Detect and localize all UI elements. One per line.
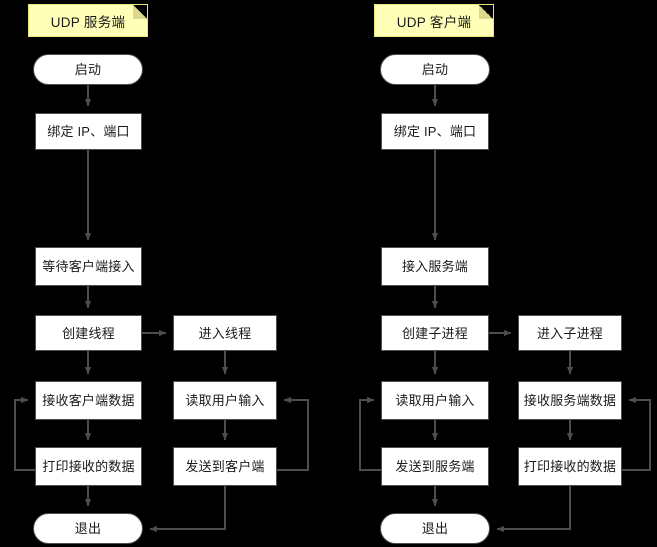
- node-c-start[interactable]: 启动: [380, 54, 490, 85]
- connector-client-print-to-exit: [496, 486, 571, 533]
- node-label: 接收服务端数据: [523, 393, 617, 408]
- node-s-wait[interactable]: 等待客户端接入: [35, 247, 142, 286]
- node-c-enter[interactable]: 进入子进程: [518, 315, 622, 351]
- connector-server-print-loop-to-recv: [14, 396, 35, 471]
- node-s-send[interactable]: 发送到客户端: [173, 447, 277, 486]
- node-label: 接收客户端数据: [42, 393, 135, 408]
- node-label: 进入线程: [198, 325, 252, 341]
- node-label: 读取用户输入: [185, 393, 265, 408]
- node-c-bind[interactable]: 绑定 IP、端口: [381, 113, 489, 150]
- node-s-bind[interactable]: 绑定 IP、端口: [35, 113, 142, 150]
- node-label: 读取用户输入: [395, 393, 475, 408]
- page-fold-icon: [133, 5, 147, 19]
- node-c-join[interactable]: 接入服务端: [381, 247, 489, 286]
- node-label: 创建线程: [62, 325, 115, 341]
- node-label: 退出: [74, 521, 102, 536]
- node-s-enter[interactable]: 进入线程: [173, 315, 277, 351]
- connector-client-print-loop-to-recv: [622, 396, 651, 471]
- connector-server-send-loop-to-read: [277, 396, 309, 471]
- node-label: 启动: [421, 62, 449, 77]
- node-label: 发送到客户端: [185, 459, 265, 474]
- node-label: 绑定 IP、端口: [393, 124, 477, 139]
- node-label: 接入服务端: [401, 259, 468, 274]
- node-s-exit[interactable]: 退出: [33, 513, 143, 544]
- node-label: 等待客户端接入: [42, 259, 135, 274]
- node-label: 启动: [74, 62, 102, 77]
- node-c-send[interactable]: 发送到服务端: [381, 447, 489, 486]
- node-s-read[interactable]: 读取用户输入: [173, 381, 277, 420]
- node-label: 创建子进程: [401, 325, 468, 341]
- diagram-title-note-udp-client: UDP 客户端: [374, 4, 494, 37]
- node-label: 进入子进程: [536, 325, 603, 341]
- node-s-print[interactable]: 打印接收的数据: [35, 447, 142, 486]
- node-label: 绑定 IP、端口: [47, 124, 130, 139]
- node-c-recv[interactable]: 接收服务端数据: [518, 381, 622, 420]
- node-label: 退出: [421, 521, 449, 536]
- diagram-title-note-udp-server: UDP 服务端: [28, 4, 148, 37]
- note-label: UDP 服务端: [50, 14, 126, 30]
- page-fold-icon: [479, 5, 493, 19]
- node-s-start[interactable]: 启动: [33, 54, 143, 85]
- node-c-fork[interactable]: 创建子进程: [381, 315, 489, 351]
- connector-client-send-loop-to-read: [359, 396, 381, 471]
- node-c-exit[interactable]: 退出: [380, 513, 490, 544]
- node-s-thread[interactable]: 创建线程: [35, 315, 142, 351]
- node-c-read[interactable]: 读取用户输入: [381, 381, 489, 420]
- node-c-print[interactable]: 打印接收的数据: [518, 447, 622, 486]
- node-label: 打印接收的数据: [523, 459, 617, 474]
- node-label: 打印接收的数据: [42, 459, 135, 474]
- note-label: UDP 客户端: [396, 14, 472, 30]
- node-s-recv[interactable]: 接收客户端数据: [35, 381, 142, 420]
- connector-server-send-to-exit: [149, 486, 226, 533]
- node-label: 发送到服务端: [395, 459, 475, 474]
